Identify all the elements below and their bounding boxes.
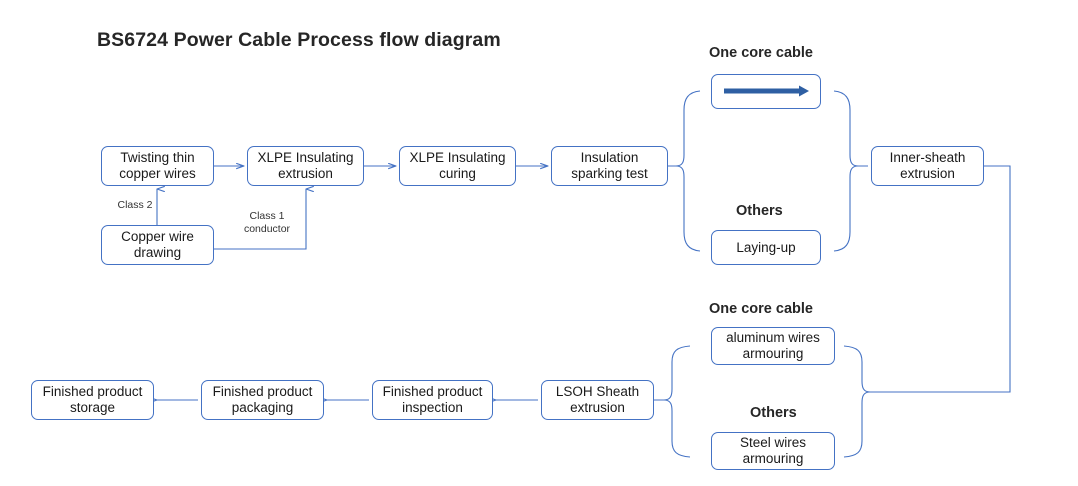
process-node-inner-sheath[interactable]: Inner-sheath extrusion bbox=[871, 146, 984, 186]
edge-label-class-2: Class 2 bbox=[117, 199, 153, 211]
connector-copper-drawing-to-xlpe-extrusion bbox=[214, 189, 306, 250]
brace-bottom-left bbox=[654, 345, 691, 458]
thick-arrow-icon bbox=[724, 85, 809, 97]
edge-label-class-1-conductor: Class 1 conductor bbox=[243, 210, 291, 235]
process-node-laying-up[interactable]: Laying-up bbox=[711, 230, 821, 265]
process-node-final-packaging[interactable]: Finished product packaging bbox=[201, 380, 324, 420]
brace-bottom-right bbox=[843, 345, 880, 458]
process-node-label: Insulation sparking test bbox=[571, 150, 648, 181]
process-node-label: Copper wire drawing bbox=[121, 229, 194, 260]
process-node-steel-armouring[interactable]: Steel wires armouring bbox=[711, 432, 835, 470]
group-title-others-bottom: Others bbox=[750, 405, 797, 421]
process-node-xlpe-curing[interactable]: XLPE Insulating curing bbox=[399, 146, 516, 186]
process-node-final-inspection[interactable]: Finished product inspection bbox=[372, 380, 493, 420]
process-node-lsoh-sheath[interactable]: LSOH Sheath extrusion bbox=[541, 380, 654, 420]
process-node-xlpe-extrusion[interactable]: XLPE Insulating extrusion bbox=[247, 146, 364, 186]
process-node-label: Finished product storage bbox=[42, 384, 143, 415]
process-node-label: Laying-up bbox=[736, 239, 796, 255]
group-title-one-core-cable-top: One core cable bbox=[709, 45, 813, 61]
group-title-others-top: Others bbox=[736, 203, 783, 219]
process-node-label: Finished product inspection bbox=[382, 384, 483, 415]
page-title: BS6724 Power Cable Process flow diagram bbox=[97, 29, 501, 51]
connector-inner-sheath-to-bottom-branch bbox=[880, 165, 1011, 393]
process-node-label: XLPE Insulating extrusion bbox=[257, 150, 354, 181]
process-node-label: aluminum wires armouring bbox=[726, 330, 820, 361]
process-node-label: Steel wires armouring bbox=[739, 435, 807, 466]
process-node-twisting[interactable]: Twisting thin copper wires bbox=[101, 146, 214, 186]
process-node-label: LSOH Sheath extrusion bbox=[555, 384, 640, 415]
process-node-copper-drawing[interactable]: Copper wire drawing bbox=[101, 225, 214, 265]
brace-top-right bbox=[833, 90, 868, 252]
process-node-label: Finished product packaging bbox=[212, 384, 313, 415]
process-node-label: Inner-sheath extrusion bbox=[889, 150, 966, 181]
process-node-aluminum-armouring[interactable]: aluminum wires armouring bbox=[711, 327, 835, 365]
process-node-label: Twisting thin copper wires bbox=[119, 150, 196, 181]
process-node-sparking-test[interactable]: Insulation sparking test bbox=[551, 146, 668, 186]
process-node-final-storage[interactable]: Finished product storage bbox=[31, 380, 154, 420]
group-title-one-core-cable-bottom: One core cable bbox=[709, 301, 813, 317]
process-node-label: XLPE Insulating curing bbox=[409, 150, 506, 181]
brace-top-left bbox=[668, 90, 701, 252]
